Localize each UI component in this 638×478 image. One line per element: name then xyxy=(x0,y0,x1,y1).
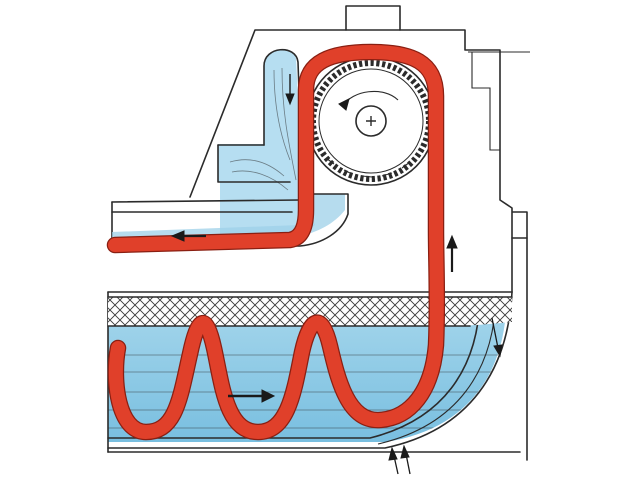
strip-lift-arrow xyxy=(446,234,458,272)
tank-return-arrow xyxy=(388,317,503,475)
strip-direction-arrow xyxy=(228,389,276,403)
chute-flow-arrow xyxy=(170,74,295,242)
drum-rotation-arrow xyxy=(338,90,399,111)
drum-axle xyxy=(355,105,387,137)
moving-strip xyxy=(106,43,446,441)
machine-housing xyxy=(107,5,530,461)
